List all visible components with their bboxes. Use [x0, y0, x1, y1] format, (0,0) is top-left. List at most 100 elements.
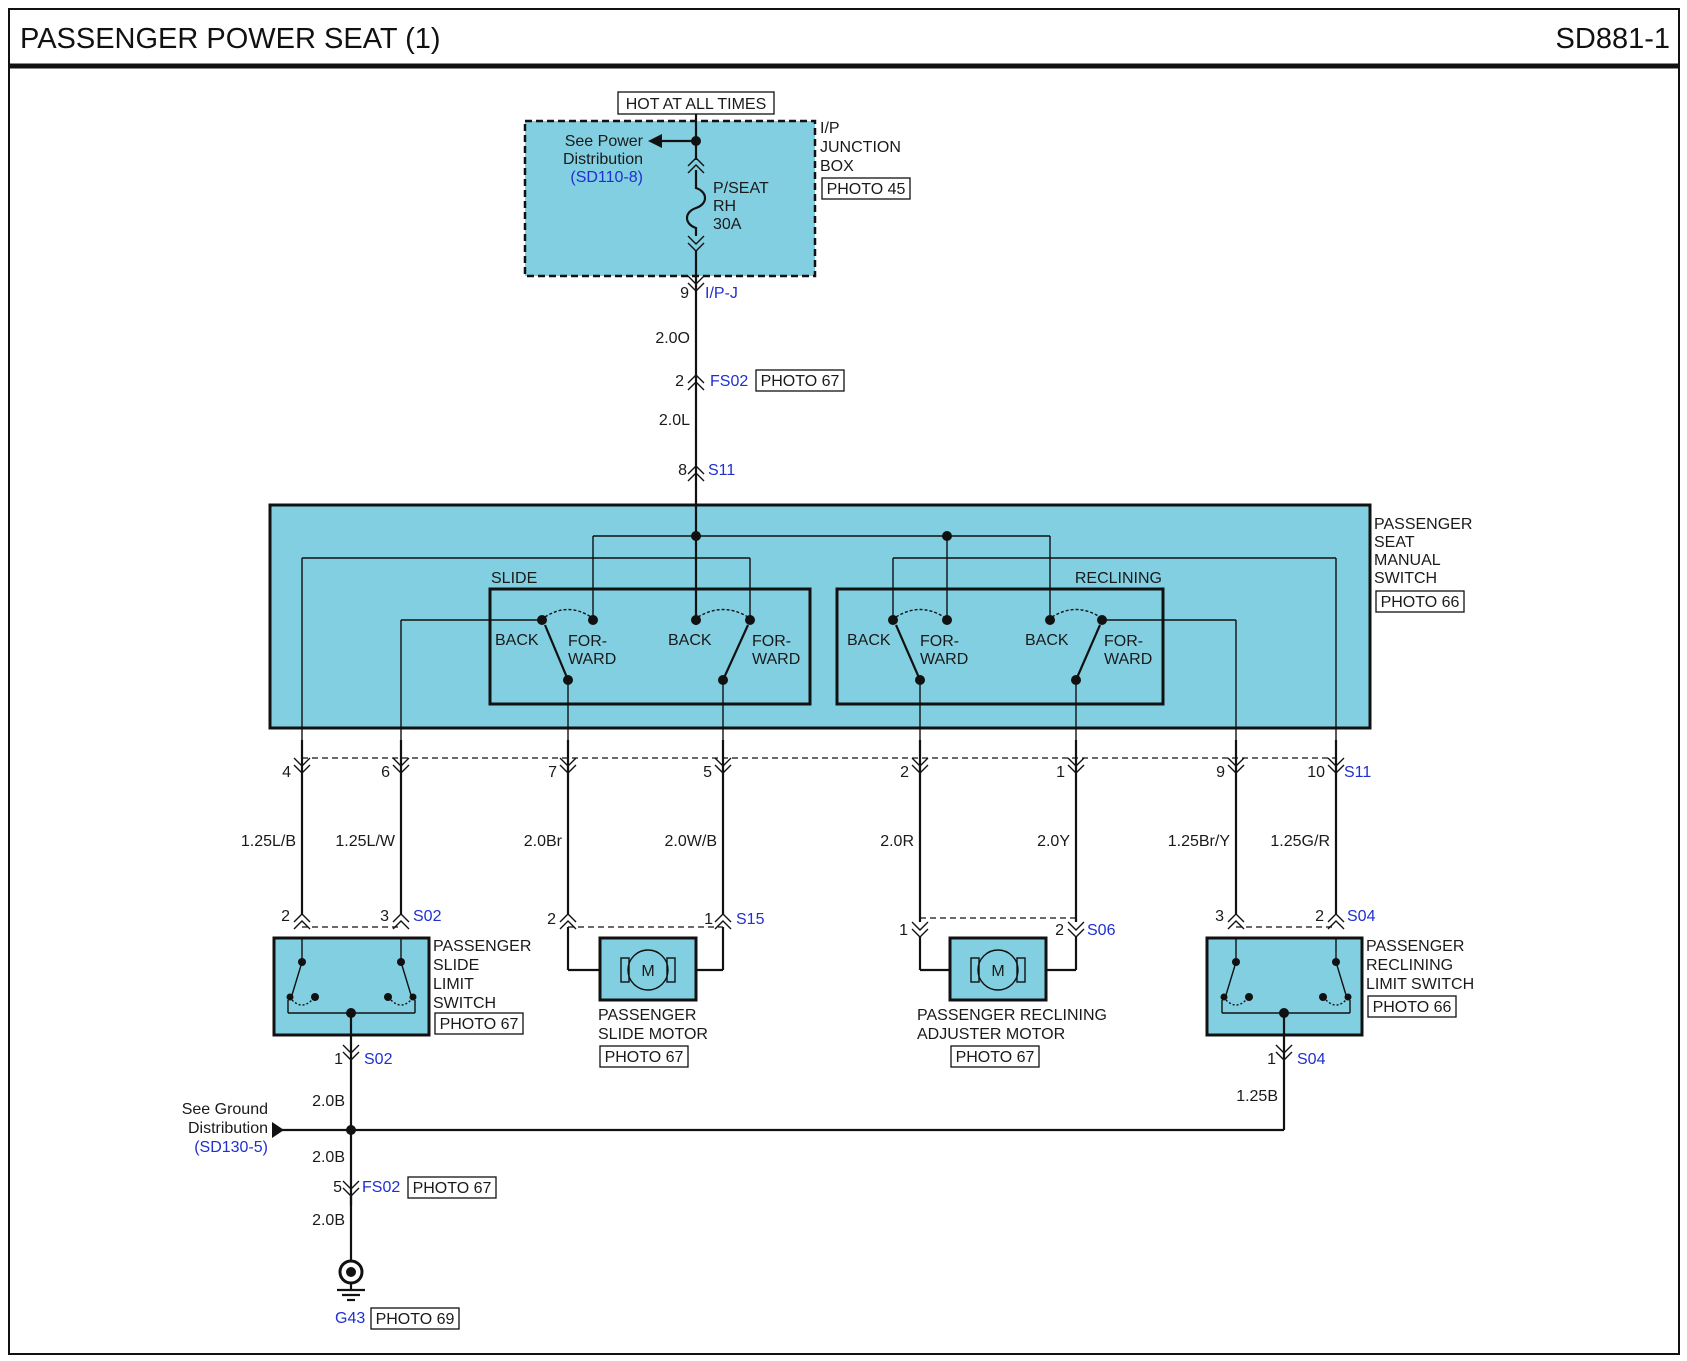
- jbox-label-3: BOX: [820, 158, 854, 175]
- s11-pin-number: 7: [548, 764, 557, 781]
- feed-wire-2: 2.0L: [659, 412, 690, 429]
- ground-photo[interactable]: PHOTO 69: [376, 1311, 455, 1328]
- fs02-ground-pin: 5: [333, 1179, 342, 1196]
- reclining-label: RECLINING: [1075, 570, 1162, 587]
- see-ground-line2: Distribution: [188, 1120, 268, 1137]
- ground-wire-mid: 2.0B: [312, 1149, 345, 1166]
- diagram-frame: [8, 8, 1680, 1355]
- reclining-limit-photo[interactable]: PHOTO 66: [1373, 999, 1452, 1016]
- s06-pin-b: 2: [1055, 922, 1064, 939]
- s02-bottom-connector-icon: [342, 1044, 360, 1061]
- manual-switch-photo[interactable]: PHOTO 66: [1381, 594, 1460, 611]
- arrow-right-icon: [272, 1122, 284, 1138]
- s11-bottom-connector: 41.25L/B61.25L/W72.0Br52.0W/B22.0R12.0Y9…: [241, 757, 1345, 850]
- slide-1-ward: WARD: [568, 651, 616, 668]
- branch-wire-label: 1.25L/W: [335, 833, 395, 850]
- reclining-motor-label-2: ADJUSTER MOTOR: [917, 1026, 1065, 1043]
- s02-gnd-wire: 2.0B: [312, 1093, 345, 1110]
- reclining-motor-label-1: PASSENGER RECLINING: [917, 1007, 1107, 1024]
- reclining-motor-symbol: M: [991, 963, 1004, 980]
- s04-gnd-pin: 1: [1267, 1051, 1276, 1068]
- reclining-limit-switch-contacts: [1220, 938, 1352, 1018]
- fs02-pin: 2: [675, 373, 684, 390]
- reclining-1-for: FOR-: [920, 633, 959, 650]
- branch-wire-label: 2.0R: [880, 833, 914, 850]
- reclining-2-ward: WARD: [1104, 651, 1152, 668]
- s15-ref: S15: [736, 911, 765, 928]
- page-title: PASSENGER POWER SEAT (1): [20, 23, 441, 55]
- s11-pin-number: 4: [282, 764, 291, 781]
- slide-motor-photo[interactable]: PHOTO 67: [605, 1049, 684, 1066]
- reclining-motor-photo[interactable]: PHOTO 67: [956, 1049, 1035, 1066]
- fuse-name: P/SEAT: [713, 180, 769, 197]
- s06-ref: S06: [1087, 922, 1116, 939]
- reclining-1-ward: WARD: [920, 651, 968, 668]
- s11-top-ref: S11: [708, 462, 735, 479]
- slide-2-for: FOR-: [752, 633, 791, 650]
- branch-wire-label: 2.0Br: [524, 833, 563, 850]
- fuse-rh: RH: [713, 198, 736, 215]
- slide-motor-label-2: SLIDE MOTOR: [598, 1026, 708, 1043]
- s04-gnd-ref: S04: [1297, 1051, 1326, 1068]
- ground-ref: G43: [335, 1310, 365, 1327]
- s11-top-pin: 8: [678, 462, 687, 479]
- reclining-switch-2: [1045, 608, 1107, 685]
- ground-icon: [337, 1259, 365, 1302]
- ground-photo-box: [370, 1307, 460, 1330]
- slide-limit-label-2: SLIDE: [433, 957, 479, 974]
- branch-wire-label: 2.0Y: [1037, 833, 1070, 850]
- slide-limit-label-1: PASSENGER: [433, 938, 531, 955]
- reclining-limit-label-3: LIMIT SWITCH: [1366, 976, 1474, 993]
- s02-top-ref: S02: [413, 908, 442, 925]
- branch-wire-label: 1.25G/R: [1270, 833, 1330, 850]
- ipj-connector-icon: [687, 275, 705, 292]
- jbox-photo[interactable]: PHOTO 45: [827, 181, 906, 198]
- manual-switch-photo-box: [1375, 590, 1465, 613]
- s04-pin-b: 2: [1315, 908, 1324, 925]
- fs02-photo-box: [755, 369, 845, 392]
- s06-pin-a: 1: [899, 922, 908, 939]
- reclining-2-back: BACK: [1025, 632, 1069, 649]
- s04-gnd-wire: 1.25B: [1236, 1088, 1278, 1105]
- slide-1-back: BACK: [495, 632, 539, 649]
- s02-pin-b: 3: [380, 908, 389, 925]
- s11-pin-number: 5: [703, 764, 712, 781]
- see-power-line1: See Power: [565, 133, 644, 150]
- fs02-ref: FS02: [710, 373, 748, 390]
- arrow-left-icon: [648, 134, 662, 148]
- reclining-limit-photo-box: [1367, 995, 1457, 1018]
- branch-wires: [300, 740, 1338, 922]
- manual-switch-label-1: PASSENGER: [1374, 516, 1472, 533]
- s02-pin-a: 2: [281, 908, 290, 925]
- slide-limit-photo-box: [434, 1012, 524, 1035]
- slide-limit-photo[interactable]: PHOTO 67: [440, 1016, 519, 1033]
- ipj-pin: 9: [680, 285, 689, 302]
- s04-top-ref: S04: [1347, 908, 1376, 925]
- slide-2-back: BACK: [668, 632, 712, 649]
- see-power-line2: Distribution: [563, 151, 643, 168]
- s11-bottom-ref: S11: [1344, 764, 1371, 781]
- ipj-ref: I/P-J: [705, 285, 738, 302]
- ground-splice-dot: [346, 1125, 356, 1135]
- s11-pin-number: 10: [1307, 764, 1325, 781]
- ground-wire-low: 2.0B: [312, 1212, 345, 1229]
- fs02-ground-photo[interactable]: PHOTO 67: [413, 1180, 492, 1197]
- reclining-2-for: FOR-: [1104, 633, 1143, 650]
- fs02-connector-icon: [687, 374, 705, 391]
- see-ground-line1: See Ground: [182, 1101, 268, 1118]
- s02-gnd-ref: S02: [364, 1051, 393, 1068]
- s11-top-connector-icon: [687, 465, 705, 482]
- s15-pin-b: 1: [704, 911, 713, 928]
- see-ground-ref[interactable]: (SD130-5): [194, 1139, 268, 1156]
- s15-pin-a: 2: [547, 911, 556, 928]
- jbox-label-1: I/P: [820, 120, 840, 137]
- fs02-ground-photo-box: [407, 1176, 497, 1199]
- hot-at-all-times-label: HOT AT ALL TIMES: [626, 96, 767, 113]
- branch-wire-label: 1.25L/B: [241, 833, 296, 850]
- slide-motor-photo-box: [599, 1045, 689, 1068]
- s11-pin-number: 1: [1056, 764, 1065, 781]
- fs02-photo[interactable]: PHOTO 67: [761, 373, 840, 390]
- see-power-ref[interactable]: (SD110-8): [570, 169, 643, 186]
- feed-wire-1: 2.0O: [655, 330, 690, 347]
